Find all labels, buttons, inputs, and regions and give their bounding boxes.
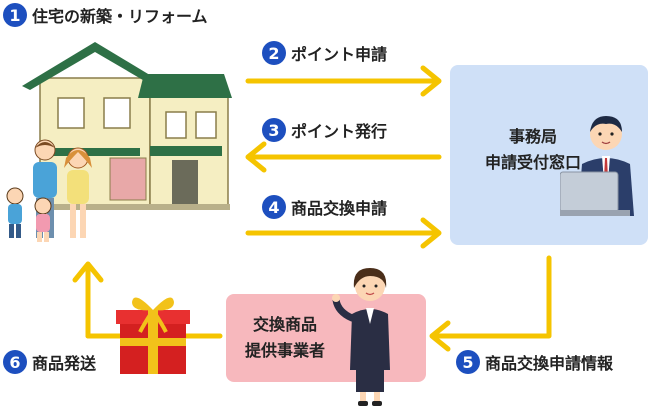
step-label: 商品交換申請情報	[485, 354, 614, 373]
provider-label: 交換商品 提供事業者	[226, 312, 340, 364]
provider-label-line2: 提供事業者	[244, 341, 325, 360]
step-label: ポイント申請	[291, 45, 388, 64]
office-worker-illustration	[560, 116, 634, 216]
step-number-badge: 3	[262, 118, 286, 142]
provider-box: 交換商品 提供事業者	[226, 294, 426, 382]
step-number-badge: 1	[3, 3, 27, 27]
arrow-right-icon	[245, 65, 442, 97]
step-label: 住宅の新築・リフォーム	[32, 7, 208, 26]
step-label: 商品交換申請	[291, 199, 388, 218]
step-5: 5 商品交換申請情報	[456, 350, 613, 374]
step-6: 6 商品発送	[3, 350, 96, 374]
step-2: 2 ポイント申請	[262, 41, 387, 65]
office-label: 事務局 申請受付窓口	[450, 124, 588, 176]
step-number-badge: 2	[262, 41, 286, 65]
house-illustration	[22, 42, 232, 210]
step-4: 4 商品交換申請	[262, 195, 387, 219]
office-label-line1: 事務局	[508, 127, 557, 146]
provider-woman-illustration	[332, 268, 390, 406]
step-number-badge: 5	[456, 350, 480, 374]
arrow-right-icon	[245, 217, 442, 249]
step-1: 1 住宅の新築・リフォーム	[3, 3, 208, 27]
step-number-badge: 4	[262, 195, 286, 219]
family-illustration	[6, 139, 92, 242]
arrow-down-left-icon	[429, 255, 552, 352]
step-3: 3 ポイント発行	[262, 118, 387, 142]
office-label-line2: 申請受付窓口	[484, 153, 581, 172]
arrow-left-icon	[245, 141, 442, 173]
provider-label-line1: 交換商品	[252, 315, 317, 334]
gift-box-illustration	[116, 297, 190, 374]
arrow-up-icon	[72, 261, 104, 339]
step-label: ポイント発行	[291, 122, 388, 141]
step-number-badge: 6	[3, 350, 27, 374]
step-label: 商品発送	[32, 354, 97, 373]
